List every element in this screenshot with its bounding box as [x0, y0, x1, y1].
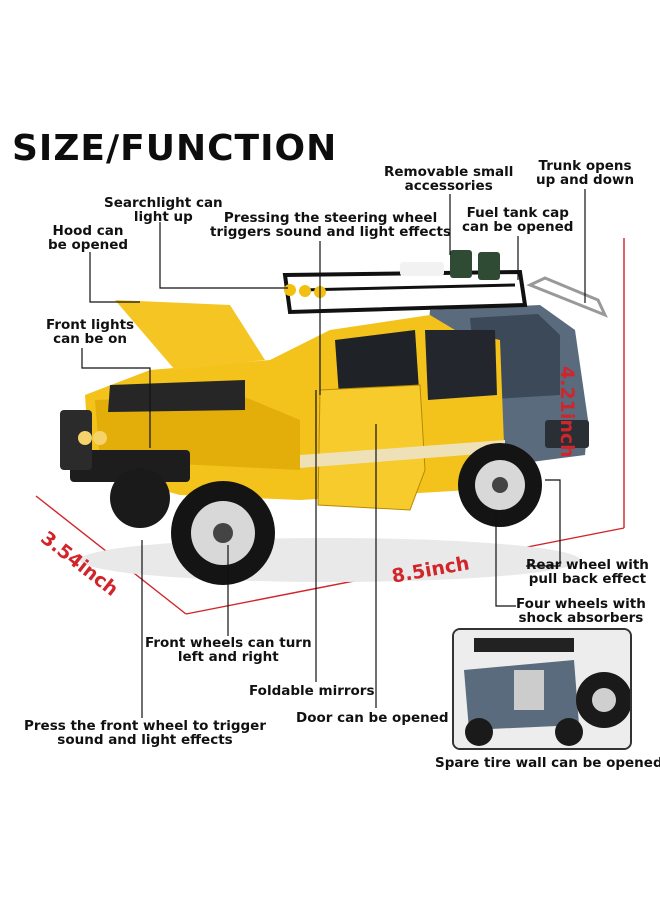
label-line: Searchlight can: [104, 195, 223, 211]
label-line: Door can be opened: [296, 710, 449, 726]
label-line: can be on: [53, 331, 127, 347]
label-line: Front wheels can turn: [145, 635, 312, 651]
label-line: Rear wheel with: [526, 557, 649, 573]
leader-lines: [81, 189, 586, 718]
label-line: Spare tire wall can be opened: [435, 755, 660, 771]
dimension-height: 4.21inch: [556, 366, 578, 458]
inset-illustration: [454, 630, 630, 748]
page-title: SIZE/FUNCTION: [12, 128, 338, 169]
label-line: pull back effect: [528, 571, 647, 587]
label-line: be opened: [48, 237, 129, 253]
label-four-wheels: Four wheels with shock absorbers: [516, 597, 646, 625]
label-front-lights: Front lights can be on: [46, 318, 134, 346]
label-line: Front lights: [46, 317, 135, 333]
vehicle-yellow-body: [60, 300, 505, 511]
label-line: Pressing the steering wheel: [223, 210, 438, 226]
label-line: Fuel tank cap: [466, 205, 569, 221]
label-spare: Spare tire wall can be opened: [435, 756, 660, 770]
inset-rear-view: [452, 628, 632, 750]
label-line: shock absorbers: [518, 610, 644, 626]
label-trunk: Trunk opens up and down: [536, 159, 634, 187]
label-line: Press the front wheel to trigger: [24, 718, 266, 734]
label-removable: Removable small accessories: [384, 165, 513, 193]
label-line: Removable small: [384, 164, 514, 180]
wheel-front: [171, 481, 275, 585]
label-line: light up: [133, 209, 193, 225]
label-steering: Pressing the steering wheel triggers sou…: [210, 211, 451, 239]
label-hood: Hood can be opened: [48, 224, 128, 252]
label-front-wheels: Front wheels can turn left and right: [145, 636, 312, 664]
label-line: Hood can: [52, 223, 124, 239]
label-line: accessories: [404, 178, 493, 194]
roof-rack: [282, 250, 608, 318]
label-mirrors: Foldable mirrors: [249, 684, 374, 698]
wheel-rear: [458, 443, 542, 527]
label-line: triggers sound and light effects: [210, 224, 452, 240]
label-searchlight: Searchlight can light up: [104, 196, 223, 224]
wheel-back-front: [110, 468, 170, 528]
label-line: can be opened: [462, 219, 574, 235]
label-line: Trunk opens: [538, 158, 632, 174]
label-line: Four wheels with: [516, 596, 646, 612]
label-rear-wheel: Rear wheel with pull back effect: [526, 558, 649, 586]
label-line: left and right: [177, 649, 279, 665]
label-line: sound and light effects: [57, 732, 233, 748]
label-line: Foldable mirrors: [249, 683, 375, 699]
label-fuel: Fuel tank cap can be opened: [462, 206, 573, 234]
label-press-front: Press the front wheel to trigger sound a…: [24, 719, 266, 747]
label-line: up and down: [536, 172, 635, 188]
label-door: Door can be opened: [296, 711, 449, 725]
